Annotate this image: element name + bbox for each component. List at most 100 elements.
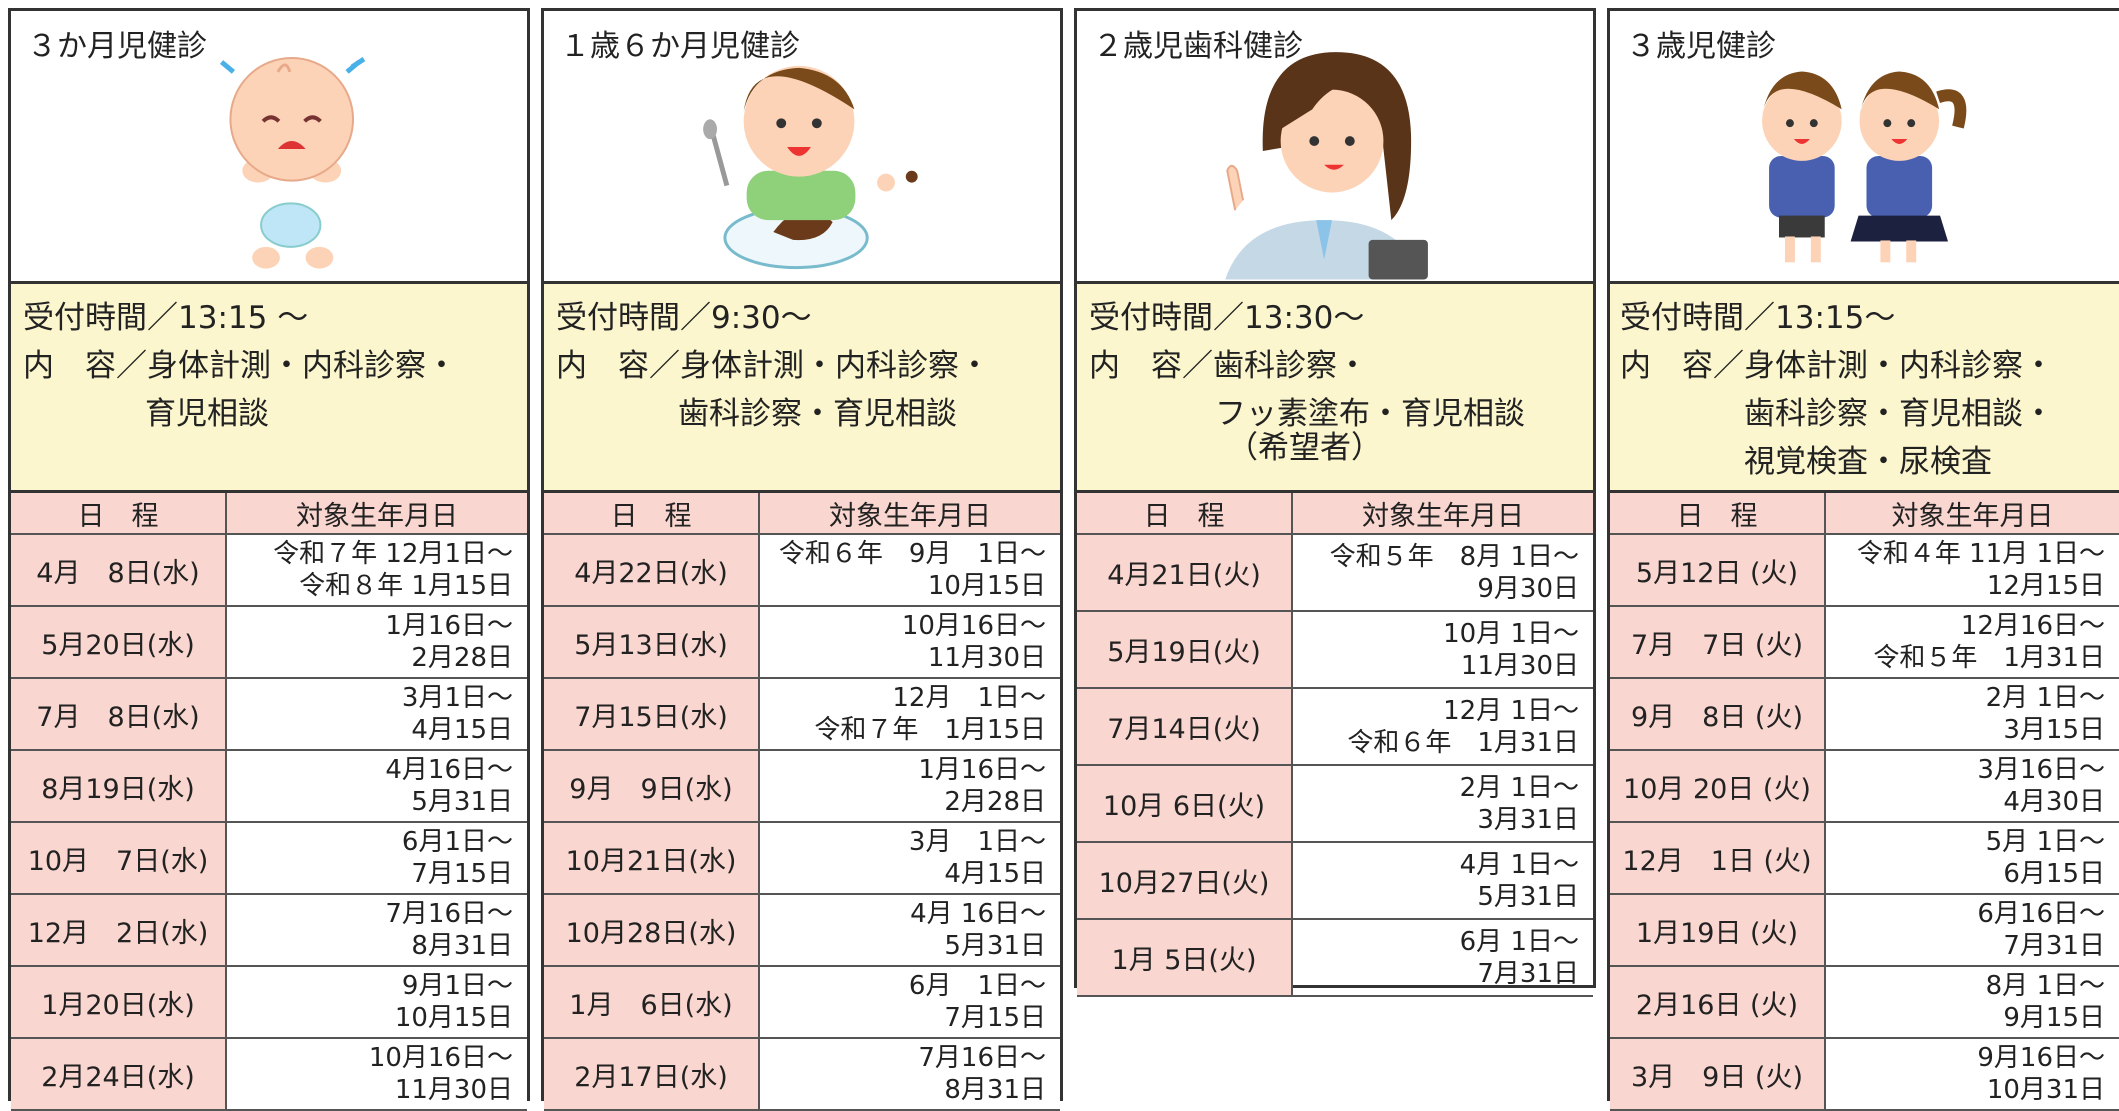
table-header: 日 程 対象生年月日 [1610, 493, 2119, 535]
checkup-date: 5月12日 (火) [1610, 533, 1826, 607]
birth-to: 8月31日 [944, 1075, 1046, 1105]
schedule-table: 日 程 対象生年月日 4月21日(火)令和５年 8月 1日～9月30日 5月19… [1077, 493, 1593, 997]
table-header: 日 程 対象生年月日 [1077, 493, 1593, 535]
birth-to: 4月30日 [2003, 787, 2105, 817]
header-date: 日 程 [544, 493, 760, 535]
birth-from: 4月 16日～ [910, 899, 1046, 929]
table-row: 1月 6日(水) 6月 1日～7月15日 [544, 965, 1060, 1039]
checkup-date: 5月13日(水) [544, 605, 760, 679]
birth-to: 4月15日 [944, 859, 1046, 889]
checkup-date: 7月 8日(水) [11, 677, 227, 751]
birth-from: 6月 1日～ [908, 971, 1046, 1001]
birth-from: 令和７年 12月1日～ [273, 539, 513, 569]
checkup-date: 7月 7日 (火) [1610, 605, 1826, 679]
checkup-date: 7月15日(水) [544, 677, 760, 751]
birth-from: 6月1日～ [401, 827, 513, 857]
table-row: 2月24日(水) 10月16日～11月30日 [11, 1037, 527, 1111]
birth-from: 1月16日～ [918, 755, 1046, 785]
birth-from: 9月1日～ [401, 971, 513, 1001]
birth-from: 10月16日～ [368, 1043, 513, 1073]
table-row: 1月 5日(火)6月 1日～7月31日 [1077, 918, 1593, 997]
reception-time: 受付時間／13:30～ [1089, 300, 1365, 336]
table-row: 9月 8日 (火)2月 1日～3月15日 [1610, 677, 2119, 751]
birth-from: 3月16日～ [1977, 755, 2105, 785]
birth-from: 3月1日～ [401, 683, 513, 713]
birth-from: 令和４年 11月 1日～ [1856, 539, 2105, 569]
table-row: 5月13日(水)10月16日～11月30日 [544, 605, 1060, 679]
table-row: 10月 20日 (火) 3月16日～4月30日 [1610, 749, 2119, 823]
checkup-date: 10月27日(火) [1077, 841, 1293, 920]
birth-to: 4月15日 [411, 715, 513, 745]
header-date: 日 程 [1610, 493, 1826, 535]
birth-from: 7月16日～ [918, 1043, 1046, 1073]
checkup-date: 4月21日(火) [1077, 533, 1293, 612]
table-header: 日 程 対象生年月日 [544, 493, 1060, 535]
checkup-date: 10月21日(水) [544, 821, 760, 895]
checkup-date: 8月19日(水) [11, 749, 227, 823]
birth-to: 7月15日 [944, 1003, 1046, 1033]
birth-from: 4月 1日～ [1459, 849, 1579, 880]
birth-to: 11月30日 [1460, 650, 1579, 681]
table-row: 7月 8日(水) 3月1日～4月15日 [11, 677, 527, 751]
content-line: 歯科診察・育児相談 [678, 396, 957, 432]
checkup-date: 1月19日 (火) [1610, 893, 1826, 967]
info-box: 受付時間／13:15 ～ 内 容／身体計測・内科診察・ 育児相談 [11, 281, 527, 493]
birth-to: 3月31日 [1477, 804, 1579, 835]
header-birth: 対象生年月日 [758, 493, 1060, 535]
birth-to: 10月15日 [394, 1003, 513, 1033]
birth-from: 2月 1日～ [1459, 772, 1579, 803]
checkup-date: 7月14日(火) [1077, 687, 1293, 766]
birth-from: 令和５年 8月 1日～ [1329, 541, 1579, 572]
reception-time: 受付時間／13:15～ [1620, 300, 1896, 336]
table-row: 4月21日(火)令和５年 8月 1日～9月30日 [1077, 533, 1593, 612]
birth-from: 6月 1日～ [1459, 926, 1579, 957]
birth-from: 9月16日～ [1977, 1043, 2105, 1073]
panel-title: ３か月児健診 [27, 29, 207, 64]
checkup-date: 10月 20日 (火) [1610, 749, 1826, 823]
birth-to: 5月31日 [411, 787, 513, 817]
panel-3-month: ３か月児健診 受付時間／13:15 ～ 内 容／身体計測・内科診察・ 育児相談 … [8, 8, 530, 1111]
table-row: 7月 7日 (火)12月16日～令和５年 1月31日 [1610, 605, 2119, 679]
checkup-date: 1月 6日(水) [544, 965, 760, 1039]
panel-18-month: １歳６か月児健診 受付時間／9:30～ 内 容／身体計測・内科診察・ 歯科診察・… [541, 8, 1063, 1111]
table-row: 5月20日(水)1月16日～2月28日 [11, 605, 527, 679]
birth-to: 11月30日 [927, 643, 1046, 673]
birth-to: 8月31日 [411, 931, 513, 961]
header-birth: 対象生年月日 [225, 493, 527, 535]
info-box: 受付時間／13:15～ 内 容／身体計測・内科診察・ 歯科診察・育児相談・ 視覚… [1610, 281, 2119, 493]
reception-time: 受付時間／9:30～ [556, 300, 812, 336]
panel-3-year: ３歳児健診 受付時間／13:15～ 内 容／身体計測・内科診察・ 歯科診察・育児… [1607, 8, 2119, 1111]
header-date: 日 程 [1077, 493, 1293, 535]
content-line: 歯科診察・育児相談・ [1744, 396, 2054, 432]
table-row: 10月27日(火)4月 1日～5月31日 [1077, 841, 1593, 920]
birth-to: 7月15日 [411, 859, 513, 889]
checkup-date: 12月 2日(水) [11, 893, 227, 967]
birth-from: 3月 1日～ [908, 827, 1046, 857]
birth-to: 7月31日 [2003, 931, 2105, 961]
content-line: 内 容／身体計測・内科診察・ [1620, 348, 2054, 384]
birth-to: 3月15日 [2003, 715, 2105, 745]
table-header: 日 程 対象生年月日 [11, 493, 527, 535]
nurse-illustration [1225, 52, 1428, 280]
header-birth: 対象生年月日 [1291, 493, 1593, 535]
birth-to: 11月30日 [394, 1075, 513, 1105]
table-row: 4月22日(水)令和６年 9月 1日～10月15日 [544, 533, 1060, 607]
table-row: 5月19日(火)10月 1日～11月30日 [1077, 610, 1593, 689]
checkup-date: 10月28日(水) [544, 893, 760, 967]
birth-from: 令和６年 9月 1日～ [778, 539, 1046, 569]
table-row: 10月28日(水)4月 16日～5月31日 [544, 893, 1060, 967]
birth-from: 5月 1日～ [1985, 827, 2105, 857]
table-row: 5月12日 (火)令和４年 11月 1日～12月15日 [1610, 533, 2119, 607]
birth-from: 7月16日～ [385, 899, 513, 929]
table-row: 8月19日(水)4月16日～5月31日 [11, 749, 527, 823]
birth-from: 1月16日～ [385, 611, 513, 641]
checkup-date: 10月 7日(水) [11, 821, 227, 895]
birth-from: 12月 1日～ [1443, 695, 1579, 726]
checkup-date: 9月 9日(水) [544, 749, 760, 823]
checkup-date: 10月 6日(火) [1077, 764, 1293, 843]
checkup-date: 2月24日(水) [11, 1037, 227, 1111]
content-line: 内 容／身体計測・内科診察・ [23, 348, 457, 384]
birth-to: 10月31日 [1986, 1075, 2105, 1105]
checkup-date: 3月 9日 (火) [1610, 1037, 1826, 1111]
birth-to: 令和６年 1月31日 [1347, 727, 1579, 758]
